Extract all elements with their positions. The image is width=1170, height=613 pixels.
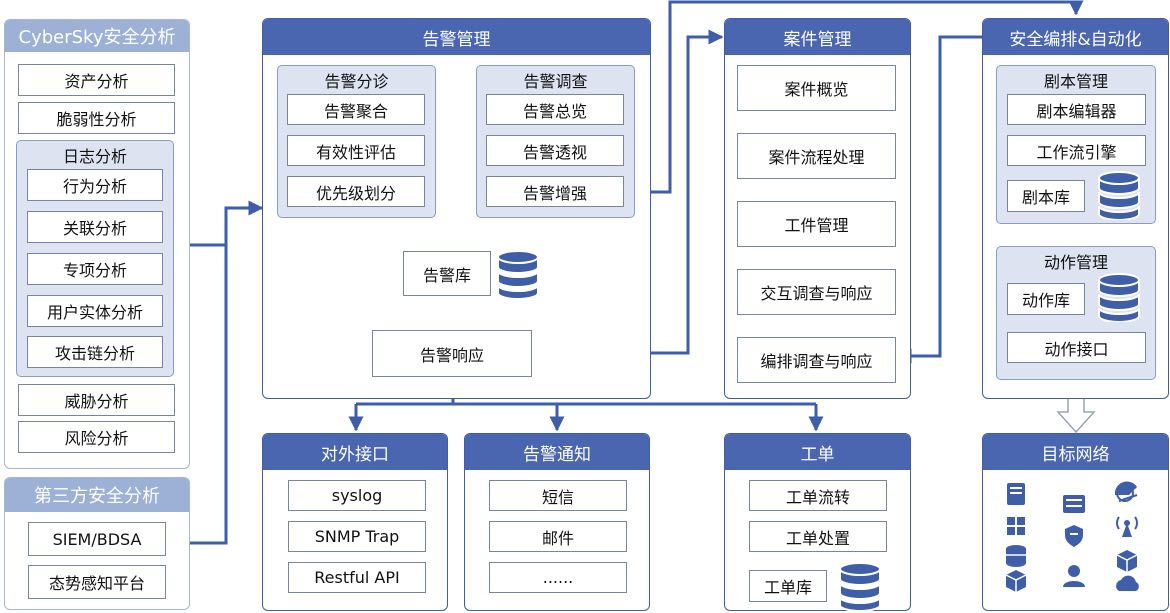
action-db-label[interactable]: 动作库 <box>1007 283 1085 315</box>
target-network-icons <box>1005 481 1139 592</box>
restful-api[interactable]: Restful API <box>288 562 426 593</box>
ticket-flow[interactable]: 工单流转 <box>749 480 887 511</box>
workflow-engine[interactable]: 工作流引擎 <box>1007 135 1146 166</box>
artifact-mgmt[interactable]: 工件管理 <box>737 201 896 247</box>
siem-bdsa[interactable]: SIEM/BDSA <box>28 522 166 556</box>
asset-analysis[interactable]: 资产分析 <box>18 64 175 96</box>
alert-db-label[interactable]: 告警库 <box>403 251 491 296</box>
cube-icon <box>1116 550 1138 572</box>
cloud-icon <box>1116 575 1139 591</box>
ticket-title: 工单 <box>725 434 910 470</box>
alert-investigation-title: 告警调查 <box>523 72 588 91</box>
vuln-analysis[interactable]: 脆弱性分析 <box>18 102 175 134</box>
alert-triage-title: 告警分诊 <box>324 72 389 91</box>
playbook-editor[interactable]: 剧本编辑器 <box>1007 94 1146 125</box>
situation-awareness[interactable]: 态势感知平台 <box>28 565 166 599</box>
alert-notify-title: 告警通知 <box>465 434 649 470</box>
playbook-db-icon <box>1098 171 1140 220</box>
playbook-db-label[interactable]: 剧本库 <box>1007 180 1085 212</box>
server-icon <box>1007 483 1025 505</box>
interactive-investigation[interactable]: 交互调查与响应 <box>737 269 896 315</box>
case-mgmt-title: 案件管理 <box>725 19 910 55</box>
threat-analysis[interactable]: 威胁分析 <box>18 384 175 416</box>
database-icon <box>1006 545 1026 567</box>
log-item-killchain[interactable]: 攻击链分析 <box>27 336 163 368</box>
cube-icon <box>1005 570 1027 592</box>
soar-title: 安全编排&自动化 <box>983 19 1168 55</box>
log-item-behavior[interactable]: 行为分析 <box>27 169 163 201</box>
alert-db-icon <box>497 250 539 299</box>
switch-icon <box>1063 495 1085 513</box>
target-network-title: 目标网络 <box>983 434 1168 470</box>
cybersky-title: CyberSky安全分析 <box>5 20 189 52</box>
log-analysis-title: 日志分析 <box>62 147 127 166</box>
external-interface-title: 对外接口 <box>263 434 447 470</box>
alert-response[interactable]: 告警响应 <box>372 330 532 377</box>
case-process[interactable]: 案件流程处理 <box>737 133 896 179</box>
risk-analysis[interactable]: 风险分析 <box>18 421 175 453</box>
alert-mgmt-title: 告警管理 <box>263 19 650 55</box>
case-overview[interactable]: 案件概览 <box>737 65 896 111</box>
windows-icon <box>1007 517 1025 535</box>
action-title: 动作管理 <box>1043 253 1108 272</box>
third-party-title: 第三方安全分析 <box>5 478 189 512</box>
log-item-special[interactable]: 专项分析 <box>27 253 163 285</box>
validity-assessment[interactable]: 有效性评估 <box>287 135 425 166</box>
satellite-dish-icon <box>1114 481 1138 502</box>
log-item-correlation[interactable]: 关联分析 <box>27 211 163 243</box>
ticket-db-icon <box>839 562 881 611</box>
orchestrated-investigation[interactable]: 编排调查与响应 <box>737 337 896 383</box>
log-item-ueba[interactable]: 用户实体分析 <box>27 295 163 327</box>
priority-rating[interactable]: 优先级划分 <box>287 176 425 207</box>
alert-enrichment[interactable]: 告警增强 <box>486 176 624 207</box>
alert-aggregation[interactable]: 告警聚合 <box>287 94 425 125</box>
notify-more[interactable]: ...... <box>489 562 627 593</box>
notify-sms[interactable]: 短信 <box>489 480 627 511</box>
syslog[interactable]: syslog <box>288 480 426 511</box>
alert-pivot[interactable]: 告警透视 <box>486 135 624 166</box>
shield-icon <box>1065 525 1083 547</box>
user-icon <box>1063 565 1085 587</box>
snmp-trap[interactable]: SNMP Trap <box>288 521 426 552</box>
ticket-handling[interactable]: 工单处置 <box>749 521 887 552</box>
alert-overview[interactable]: 告警总览 <box>486 94 624 125</box>
notify-email[interactable]: 邮件 <box>489 521 627 552</box>
antenna-icon <box>1116 516 1138 537</box>
ticket-db-label[interactable]: 工单库 <box>749 570 827 602</box>
action-api[interactable]: 动作接口 <box>1007 332 1146 363</box>
playbook-title: 剧本管理 <box>1043 72 1108 91</box>
action-db-icon <box>1098 273 1140 322</box>
